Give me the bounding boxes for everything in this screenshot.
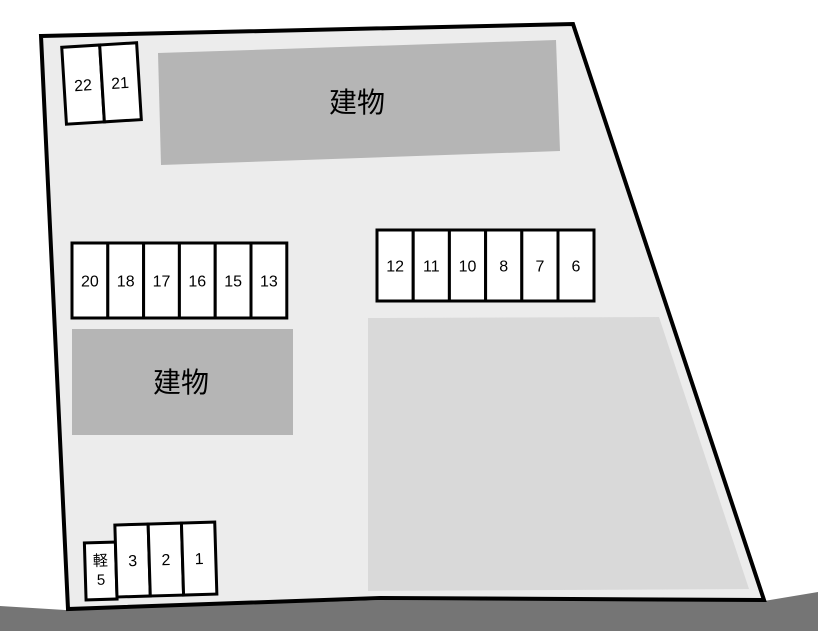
parking-space (556, 228, 596, 303)
space-label: 22 (74, 77, 93, 95)
parking-space (447, 228, 488, 303)
ground-pad (368, 317, 749, 591)
parking-space (411, 228, 451, 303)
space-label: 6 (572, 259, 581, 276)
road (0, 592, 818, 631)
parking-space (106, 241, 146, 320)
building-top-label: 建物 (329, 87, 385, 118)
space-label: 1 (195, 551, 205, 568)
parking-space (249, 241, 289, 320)
parking-space (142, 241, 181, 320)
parking-space (520, 228, 560, 303)
parking-space (179, 520, 219, 597)
kei-space-number: 5 (97, 572, 106, 589)
space-label: 15 (224, 274, 242, 291)
space-label: 12 (386, 259, 404, 276)
parking-row-middle-left: 20 18 17 16 15 13 (70, 241, 289, 320)
space-label: 11 (423, 259, 440, 276)
space-label: 21 (111, 75, 130, 93)
building-left-shape (72, 329, 293, 435)
space-label: 13 (260, 274, 278, 291)
space-label: 18 (117, 274, 135, 291)
space-label: 3 (128, 553, 138, 570)
space-label: 8 (499, 259, 508, 276)
building-top-shape (158, 40, 560, 165)
parking-space (484, 228, 524, 303)
space-label: 20 (81, 274, 99, 291)
parking-space (177, 241, 217, 320)
building-left-label: 建物 (153, 367, 209, 398)
space-label: 16 (188, 274, 206, 291)
kei-space-type-label: 軽 (93, 553, 109, 570)
building-top: 建物 (158, 40, 560, 165)
space-label: 7 (535, 259, 544, 276)
space-label: 2 (161, 552, 171, 569)
parking-space (375, 228, 415, 303)
space-label: 17 (153, 274, 171, 291)
parking-row-bottom: 軽 5 3 2 1 (82, 520, 219, 602)
building-left: 建物 (72, 329, 293, 435)
parking-row-top-left: 22 21 (60, 41, 143, 126)
space-label: 10 (459, 259, 477, 276)
parking-space (98, 41, 143, 124)
parking-row-middle-right: 12 11 10 8 7 6 (375, 228, 596, 303)
